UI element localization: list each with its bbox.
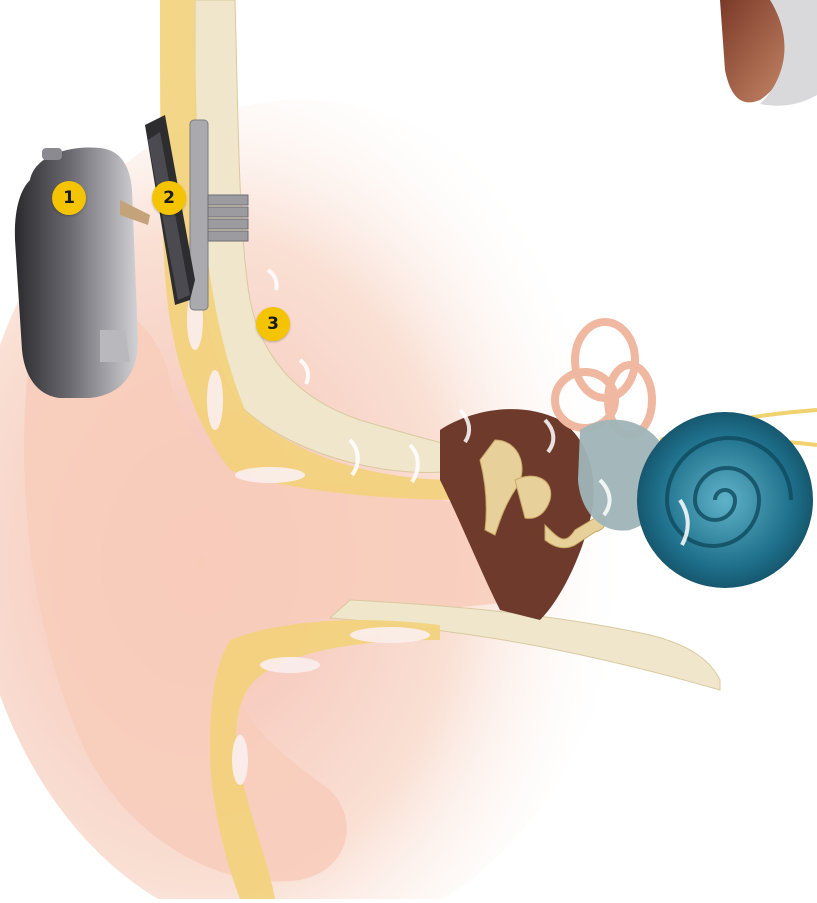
marker-3-skull-bone: 3 [256,307,290,341]
marker-2-magnet-plate: 2 [152,181,186,215]
marker-1-sound-processor: 1 [52,181,86,215]
sound-processor [15,147,150,398]
cochlea [637,412,813,588]
